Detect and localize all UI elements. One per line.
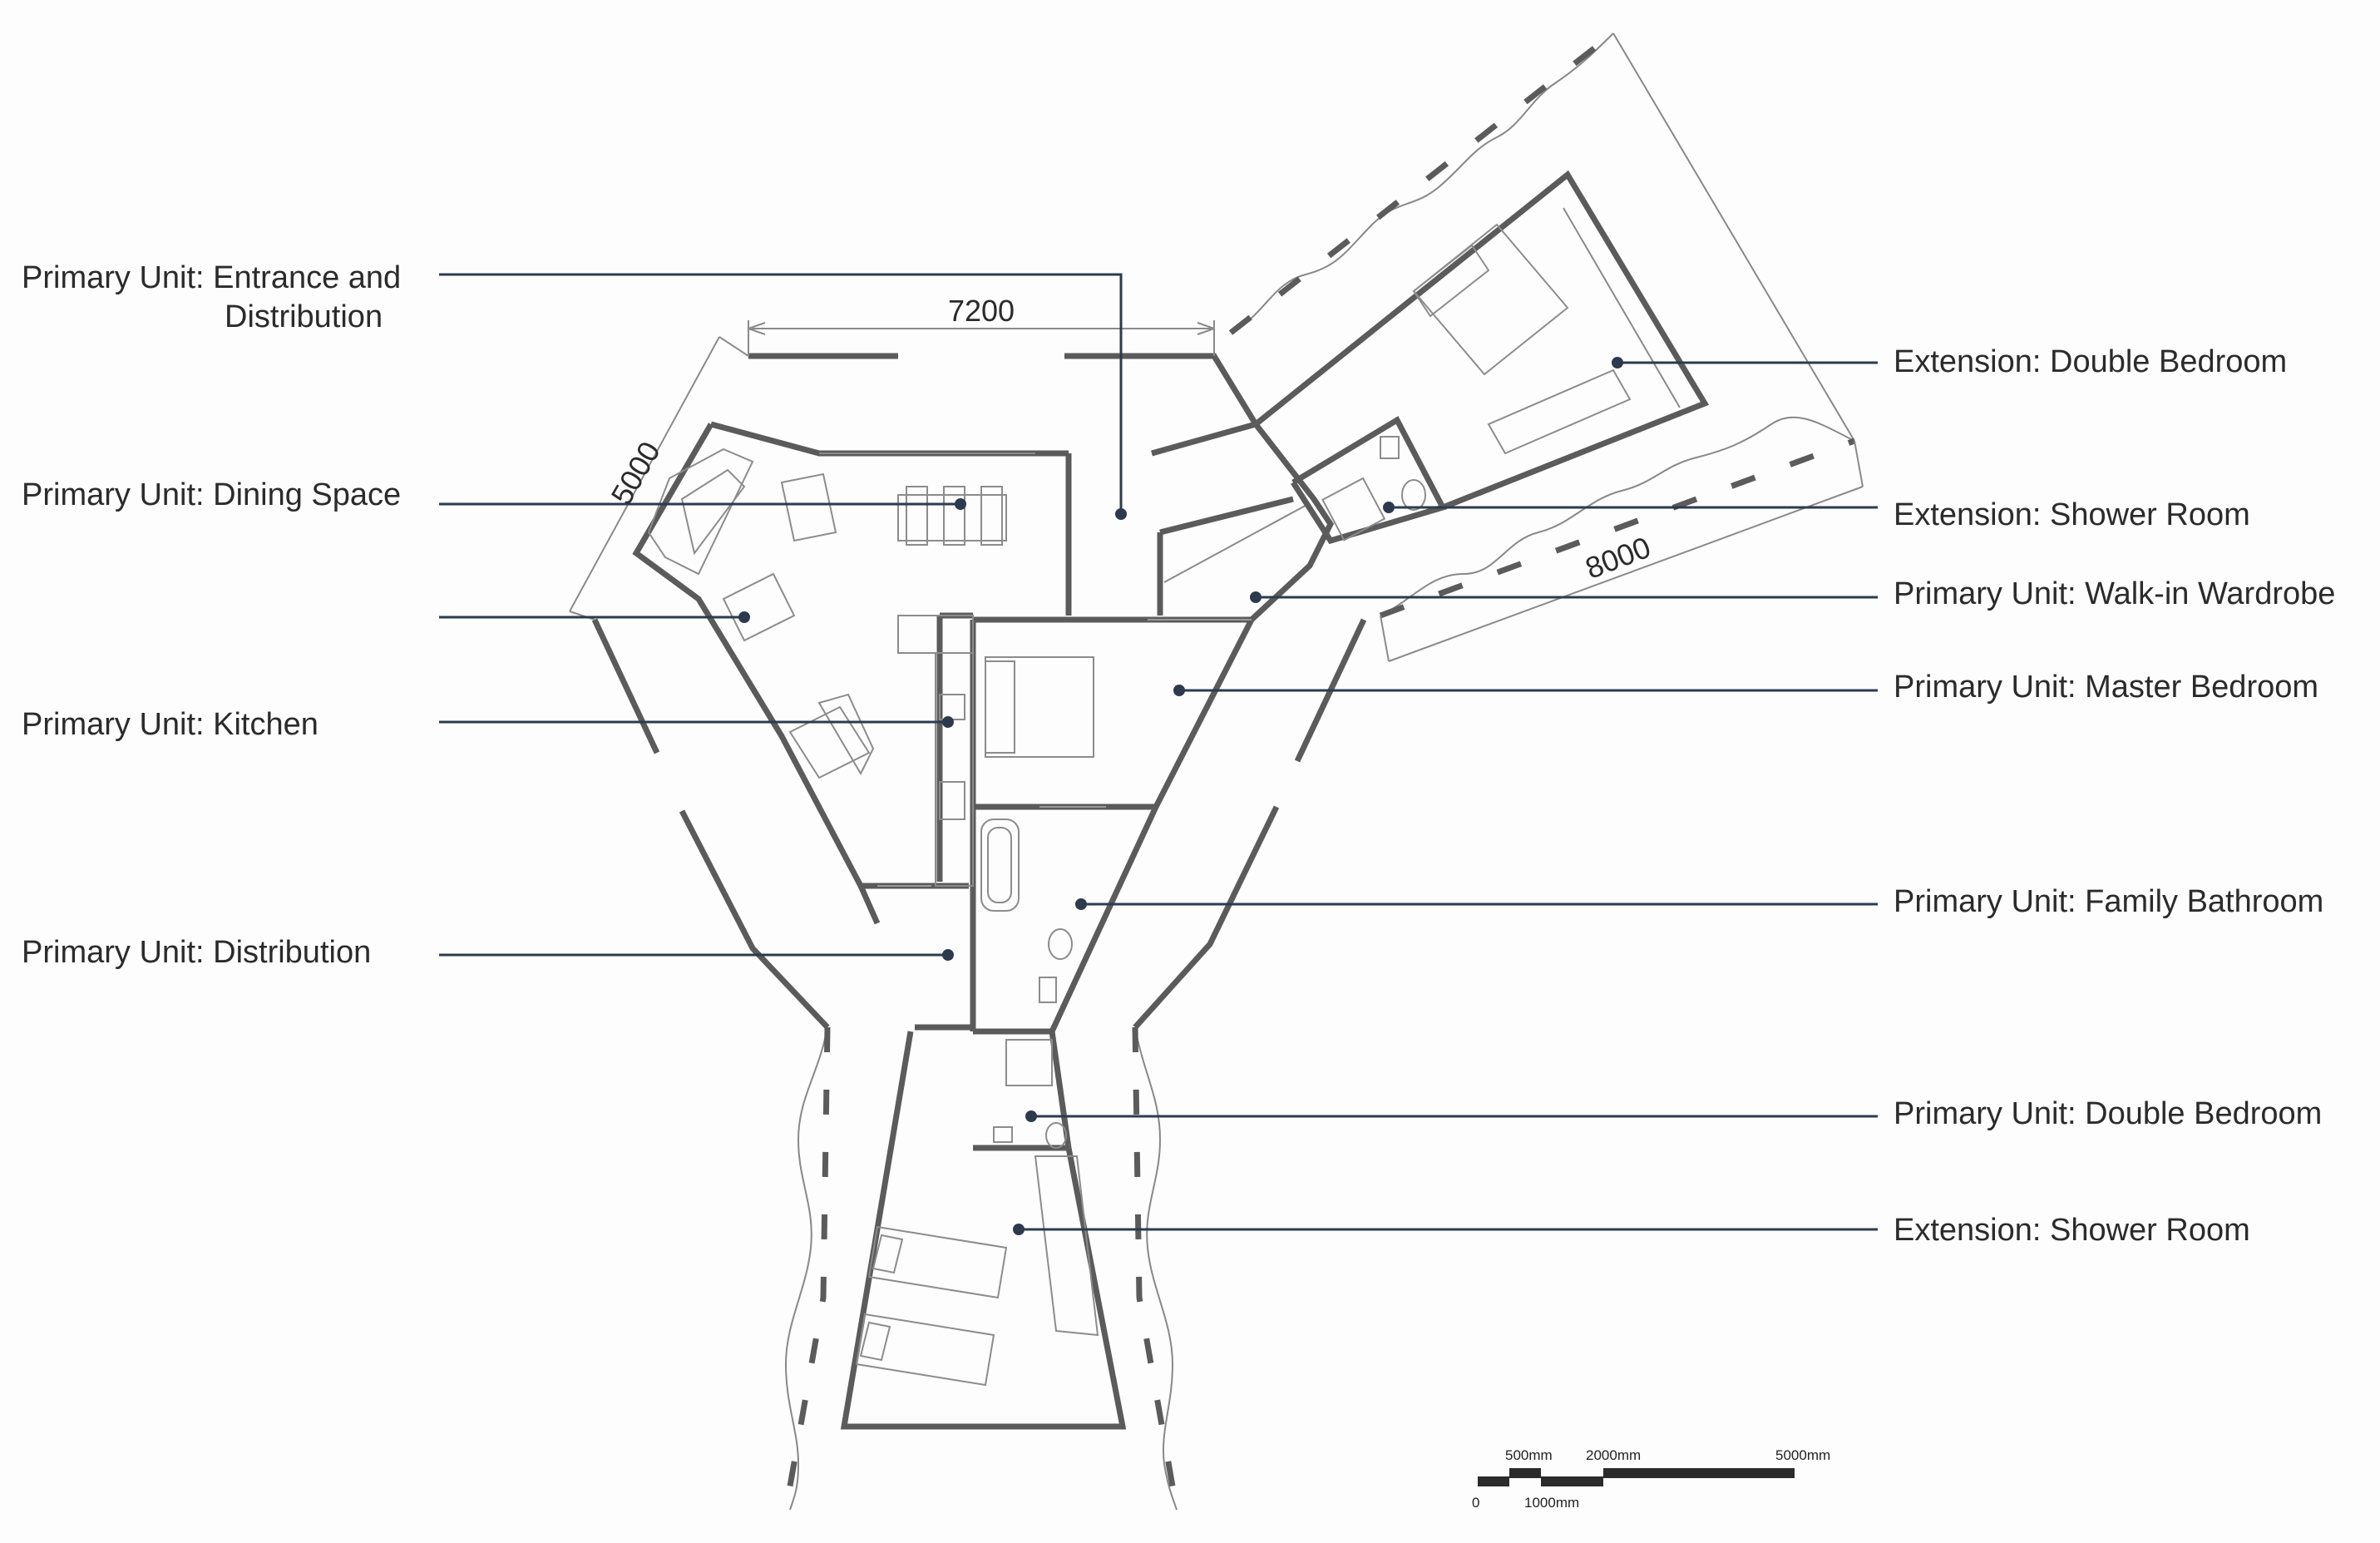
label-kitchen: Primary Unit: Kitchen bbox=[22, 707, 318, 742]
label-master-bedroom: Primary Unit: Master Bedroom bbox=[1894, 670, 2318, 705]
leaders-right bbox=[1013, 357, 1878, 1235]
furniture bbox=[647, 223, 1632, 1387]
label-ext-shower-room-2: Extension: Shower Room bbox=[1894, 1213, 2250, 1248]
labels-left: Primary Unit: Entrance and Distribution … bbox=[22, 260, 401, 970]
dimension-top: 7200 bbox=[948, 294, 1015, 328]
labels-right: Extension: Double Bedroom Extension: Sho… bbox=[1894, 344, 2335, 1248]
leaders-left bbox=[439, 273, 1127, 961]
label-pu-double-bedroom: Primary Unit: Double Bedroom bbox=[1894, 1096, 2322, 1131]
site-boundary bbox=[783, 31, 1856, 1511]
dimension-left: 5000 bbox=[604, 436, 667, 511]
scale-label-5000mm: 5000mm bbox=[1775, 1447, 1830, 1463]
scale-label-0: 0 bbox=[1472, 1495, 1479, 1511]
label-family-bathroom: Primary Unit: Family Bathroom bbox=[1894, 884, 2323, 919]
label-dining: Primary Unit: Dining Space bbox=[22, 477, 401, 512]
label-entrance-line2: Distribution bbox=[225, 299, 383, 334]
scale-label-2000mm: 2000mm bbox=[1586, 1447, 1641, 1463]
label-ext-double-bedroom: Extension: Double Bedroom bbox=[1894, 344, 2287, 379]
label-entrance-line1: Primary Unit: Entrance and bbox=[22, 260, 401, 295]
scale-label-1000mm: 1000mm bbox=[1524, 1495, 1579, 1511]
label-walk-in-wardrobe: Primary Unit: Walk-in Wardrobe bbox=[1894, 576, 2335, 611]
label-ext-shower-room: Extension: Shower Room bbox=[1894, 497, 2250, 532]
scale-label-500mm: 500mm bbox=[1505, 1447, 1553, 1463]
label-distribution: Primary Unit: Distribution bbox=[22, 935, 371, 970]
scale-bar: 500mm 2000mm 5000mm 0 1000mm bbox=[1472, 1447, 1830, 1511]
building-walls bbox=[591, 170, 1710, 1430]
